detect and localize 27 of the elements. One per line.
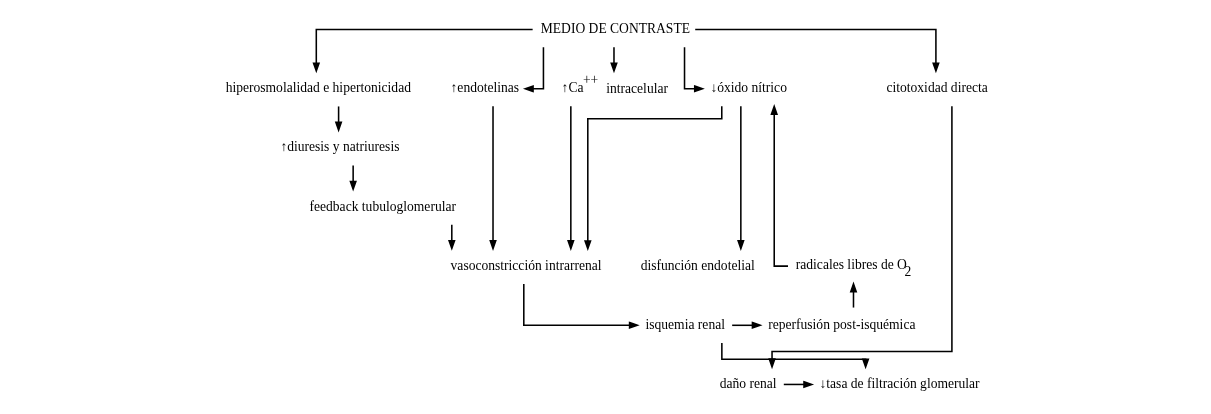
arrow (683, 46, 705, 93)
node-text: disfunción endotelial (640, 257, 755, 273)
arrow (448, 223, 456, 251)
node-text: isquemia renal (645, 316, 725, 332)
arrow (312, 28, 534, 74)
node-text: daño renal (719, 376, 777, 392)
arrow (489, 105, 497, 251)
arrow (610, 46, 618, 74)
node-text: ↑diuresis y natriuresis (280, 139, 400, 155)
arrow (349, 164, 357, 192)
node-text: ↓óxido nítrico (710, 80, 787, 96)
arrow (737, 105, 745, 251)
arrow (584, 105, 723, 251)
node-text: vasoconstricción intrarrenal (450, 257, 602, 273)
arrow (694, 28, 940, 74)
node-text: MEDIO DE CONTRASTE (540, 21, 690, 37)
arrow (522, 46, 545, 93)
arrow (523, 283, 640, 330)
node-text: ↑endotelinas (450, 80, 520, 96)
node-text: hiperosmolalidad e hipertonicidad (225, 80, 411, 96)
node-text: feedback tubuloglomerular (309, 198, 457, 214)
node-text: reperfusión post-isquémica (768, 316, 916, 332)
arrow (783, 380, 815, 389)
arrow (731, 321, 763, 330)
node-text: ↓tasa de filtración glomerular (819, 376, 980, 392)
node-text: citotoxidad directa (886, 80, 988, 96)
arrow (567, 105, 575, 251)
